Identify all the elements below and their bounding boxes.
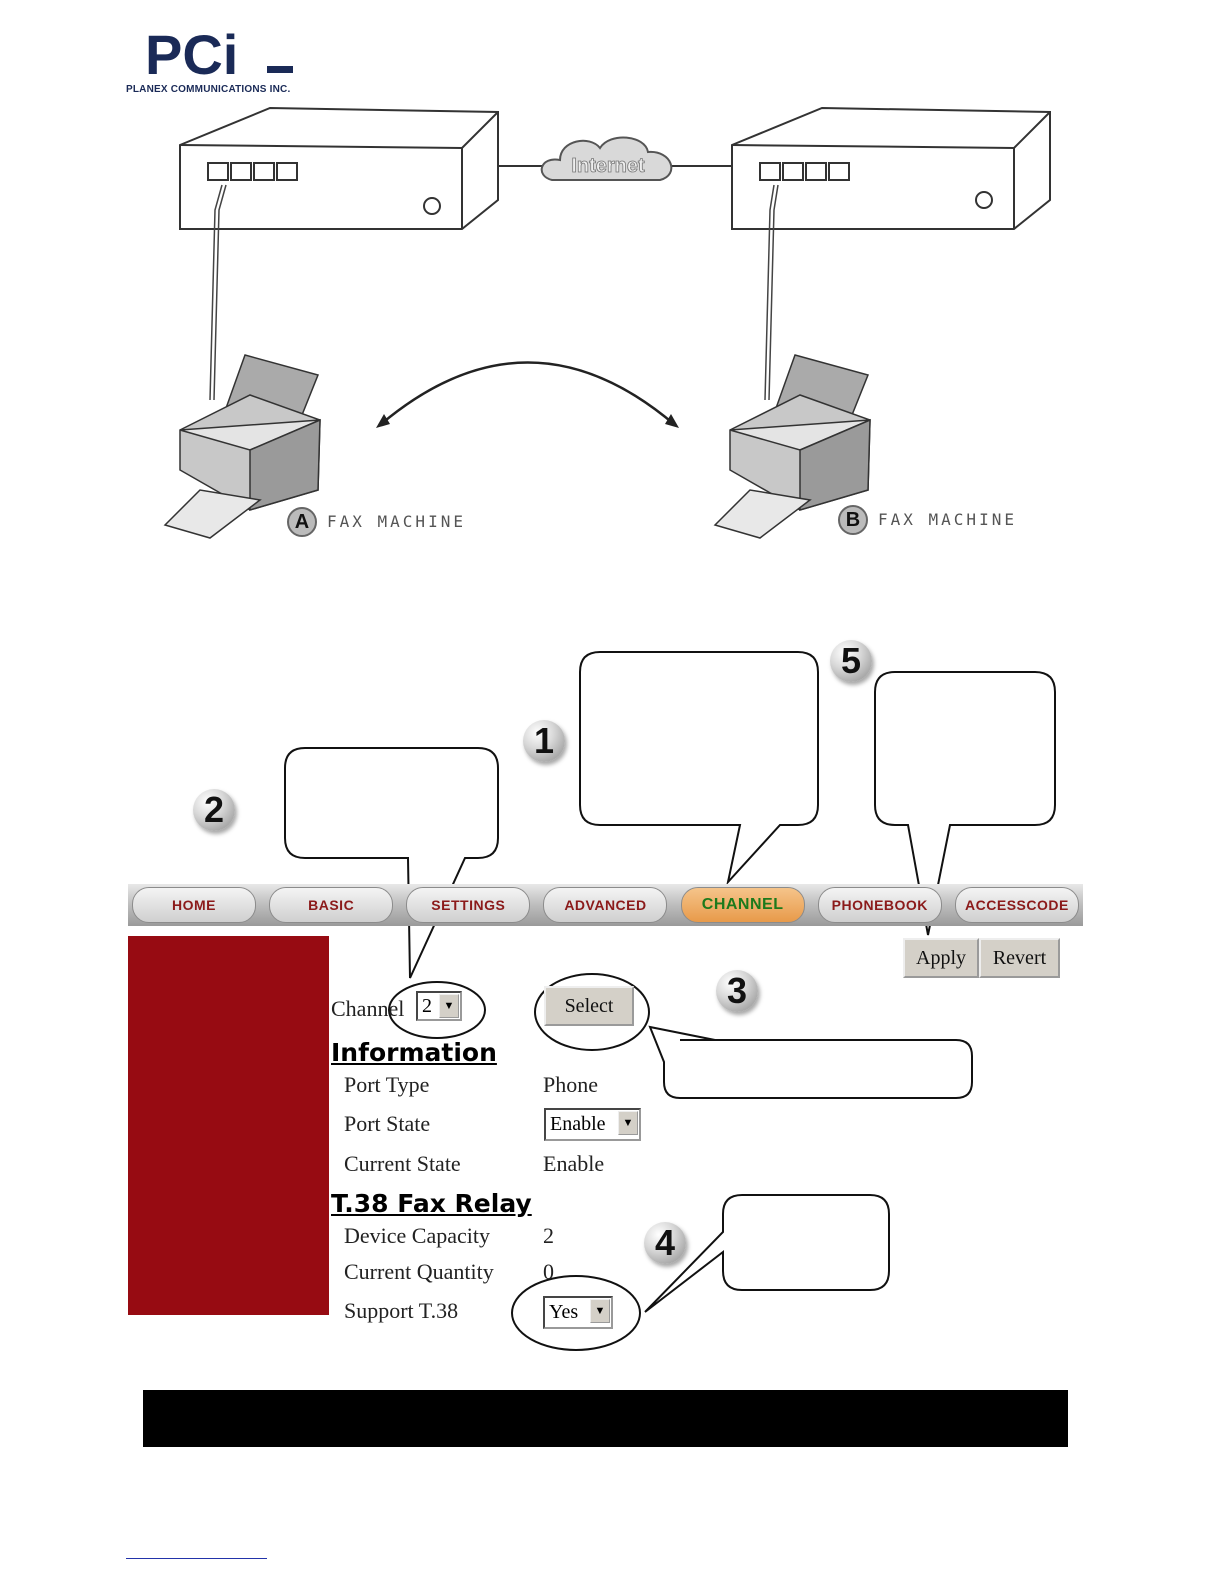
right-gateway-device [731, 106, 1051, 230]
fax-machine-a [163, 354, 321, 539]
current-quantity-label: Current Quantity [344, 1259, 494, 1284]
highlight-channel-select [388, 981, 486, 1039]
step-5-badge: 5 [830, 640, 872, 682]
trademark: TM [283, 68, 294, 75]
current-state-label: Current State [344, 1151, 461, 1176]
tab-phonebook[interactable]: PHONEBOOK [817, 887, 942, 923]
redacted-black-bar [143, 1390, 1068, 1447]
step-1-badge: 1 [523, 720, 565, 762]
device-capacity-value: 2 [543, 1223, 554, 1248]
fax-a-label: FAX MACHINE [327, 512, 466, 531]
channel-select[interactable]: 2 ▼ [416, 991, 462, 1021]
support-t38-select[interactable]: Yes ▼ [543, 1296, 613, 1329]
tab-home[interactable]: HOME [132, 887, 256, 923]
step-2-badge: 2 [193, 789, 235, 831]
pci-logo: PCi [145, 30, 293, 80]
tab-advanced[interactable]: ADVANCED [543, 887, 668, 923]
select-button[interactable]: Select [544, 986, 634, 1026]
sidebar-panel [128, 936, 329, 1315]
channel-label: Channel [331, 996, 405, 1021]
fax-a-badge: A [287, 507, 317, 537]
callout-bubble-5 [874, 671, 1056, 936]
callout-bubble-1 [579, 651, 819, 886]
fax-exchange-arrow [379, 361, 676, 426]
chevron-down-icon: ▼ [590, 1299, 610, 1323]
chevron-down-icon: ▼ [439, 994, 459, 1018]
svg-text:Internet: Internet [571, 155, 645, 177]
device-capacity-label: Device Capacity [344, 1223, 490, 1248]
tab-settings[interactable]: SETTINGS [406, 887, 531, 923]
current-quantity-value: 0 [543, 1259, 554, 1284]
fax-b-label: FAX MACHINE [878, 510, 1017, 529]
tab-basic[interactable]: BASIC [269, 887, 394, 923]
information-heading: Information [331, 1038, 497, 1067]
port-type-label: Port Type [344, 1072, 430, 1097]
fax-b-badge: B [838, 505, 868, 535]
callout-bubble-4 [644, 1194, 890, 1313]
port-type-value: Phone [543, 1072, 598, 1097]
apply-button[interactable]: Apply [903, 938, 979, 978]
highlight-support-t38 [511, 1275, 641, 1351]
revert-button[interactable]: Revert [979, 938, 1060, 978]
callout-bubble-3 [648, 1025, 973, 1099]
tab-accesscode[interactable]: ACCESSCODE [954, 887, 1079, 923]
port-state-select[interactable]: Enable ▼ [544, 1108, 641, 1141]
svg-text:PCi: PCi [145, 30, 238, 80]
t38-heading: T.38 Fax Relay [331, 1189, 532, 1218]
highlight-select-button [534, 973, 650, 1051]
current-state-value: Enable [543, 1151, 605, 1176]
step-3-badge: 3 [716, 970, 758, 1012]
support-t38-label: Support T.38 [344, 1298, 459, 1323]
fax-network-diagram: Internet [163, 106, 1051, 539]
left-gateway-device [179, 106, 499, 230]
tab-channel[interactable]: CHANNEL [680, 887, 805, 923]
internet-cloud: Internet [540, 136, 673, 181]
company-name: PLANEX COMMUNICATIONS INC. [126, 84, 291, 95]
nav-tab-bar: HOME BASIC SETTINGS ADVANCED CHANNEL PHO… [128, 884, 1083, 926]
port-state-label: Port State [344, 1111, 431, 1136]
chevron-down-icon: ▼ [618, 1111, 638, 1135]
step-4-badge: 4 [644, 1222, 686, 1264]
footnote-divider [126, 1558, 267, 1559]
fax-machine-b [713, 354, 871, 539]
